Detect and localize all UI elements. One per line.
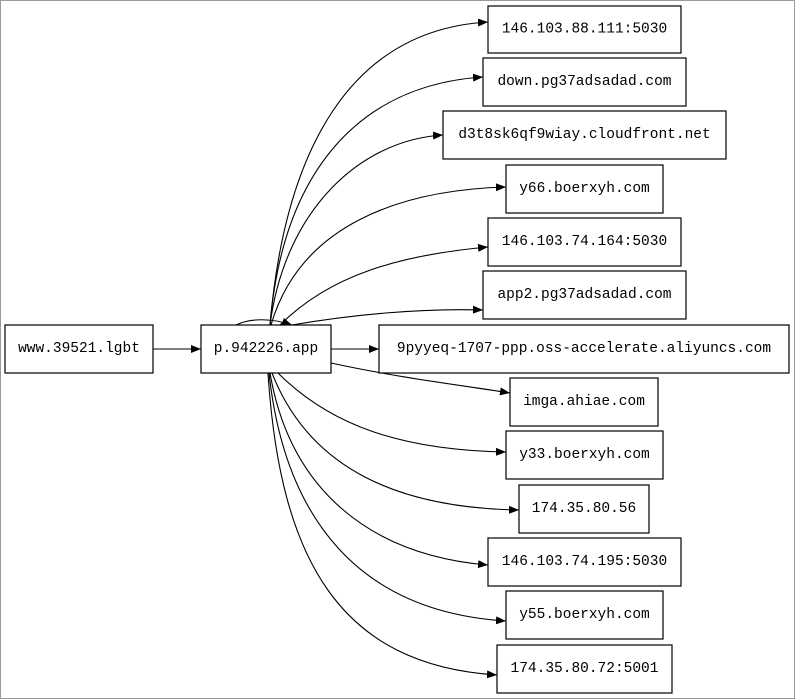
node-target-box — [487, 537, 682, 587]
node-target-box — [496, 644, 673, 694]
node-target-box — [505, 164, 664, 214]
node-target-label: 146.103.74.164:5030 — [502, 234, 667, 250]
node-target-label: imga.ahiae.com — [523, 394, 645, 410]
node-target-label: y33.boerxyh.com — [519, 447, 650, 463]
edge-hub-to-target — [267, 372, 498, 679]
node-hub-label: p.942226.app — [214, 341, 318, 357]
edge-hub-to-target — [269, 73, 484, 326]
node-target-label: 9pyyeq-1707-ppp.oss-accelerate.aliyuncs.… — [397, 341, 771, 357]
node-target[interactable]: y33.boerxyh.com — [505, 430, 664, 480]
edge-hub-self-loop — [235, 317, 293, 326]
node-target[interactable]: 146.103.74.195:5030 — [487, 537, 682, 587]
node-root-box — [4, 324, 154, 374]
node-target-label: d3t8sk6qf9wiay.cloudfront.net — [458, 127, 710, 143]
node-root[interactable]: www.39521.lgbt — [4, 324, 154, 374]
node-target-label: y55.boerxyh.com — [519, 607, 650, 623]
node-target-box — [482, 270, 687, 320]
node-target[interactable]: down.pg37adsadad.com — [482, 57, 687, 107]
edge-hub-to-target — [279, 243, 489, 326]
node-target-label: 146.103.74.195:5030 — [502, 554, 667, 570]
edge-hub-to-target — [330, 362, 511, 396]
node-target-label: app2.pg37adsadad.com — [497, 287, 671, 303]
node-target-box — [505, 430, 664, 480]
edge-hub-to-target — [291, 305, 484, 326]
edge-hub-to-target — [270, 183, 507, 326]
edge-hub-to-target — [277, 372, 507, 456]
node-target-label: 174.35.80.56 — [532, 501, 636, 517]
node-target-label: 174.35.80.72:5001 — [511, 661, 659, 677]
node-target[interactable]: y55.boerxyh.com — [505, 590, 664, 640]
node-target-box — [487, 5, 682, 54]
node-target-label: 146.103.88.111:5030 — [502, 22, 667, 38]
edge-hub-to-target — [269, 131, 444, 326]
node-target[interactable]: imga.ahiae.com — [509, 377, 659, 427]
node-target-box — [378, 324, 790, 374]
node-target[interactable]: d3t8sk6qf9wiay.cloudfront.net — [442, 110, 727, 160]
node-target[interactable]: 146.103.74.164:5030 — [487, 217, 682, 267]
node-target-box — [518, 484, 650, 534]
node-target-label: y66.boerxyh.com — [519, 181, 650, 197]
node-target[interactable]: app2.pg37adsadad.com — [482, 270, 687, 320]
node-hub-box — [200, 324, 332, 374]
node-hub[interactable]: p.942226.app — [200, 324, 332, 374]
node-target-box — [509, 377, 659, 427]
edges-layer — [153, 18, 520, 679]
target-nodes: 146.103.88.111:5030 down.pg37adsadad.com… — [378, 5, 790, 694]
node-target-box — [442, 110, 727, 160]
node-target-box — [487, 217, 682, 267]
node-target[interactable]: y66.boerxyh.com — [505, 164, 664, 214]
node-target[interactable]: 174.35.80.72:5001 — [496, 644, 673, 694]
edge-hub-to-target — [268, 372, 507, 625]
node-root-label: www.39521.lgbt — [18, 341, 140, 357]
node-target[interactable]: 146.103.88.111:5030 — [487, 5, 682, 54]
node-target-box — [505, 590, 664, 640]
edge-hub-to-target — [271, 372, 520, 514]
node-target[interactable]: 174.35.80.56 — [518, 484, 650, 534]
node-target-box — [482, 57, 687, 107]
edge-hub-to-target — [269, 372, 489, 569]
node-target-label: down.pg37adsadad.com — [497, 74, 671, 90]
edge-hub-to-target — [269, 18, 489, 326]
node-target[interactable]: 9pyyeq-1707-ppp.oss-accelerate.aliyuncs.… — [378, 324, 790, 374]
